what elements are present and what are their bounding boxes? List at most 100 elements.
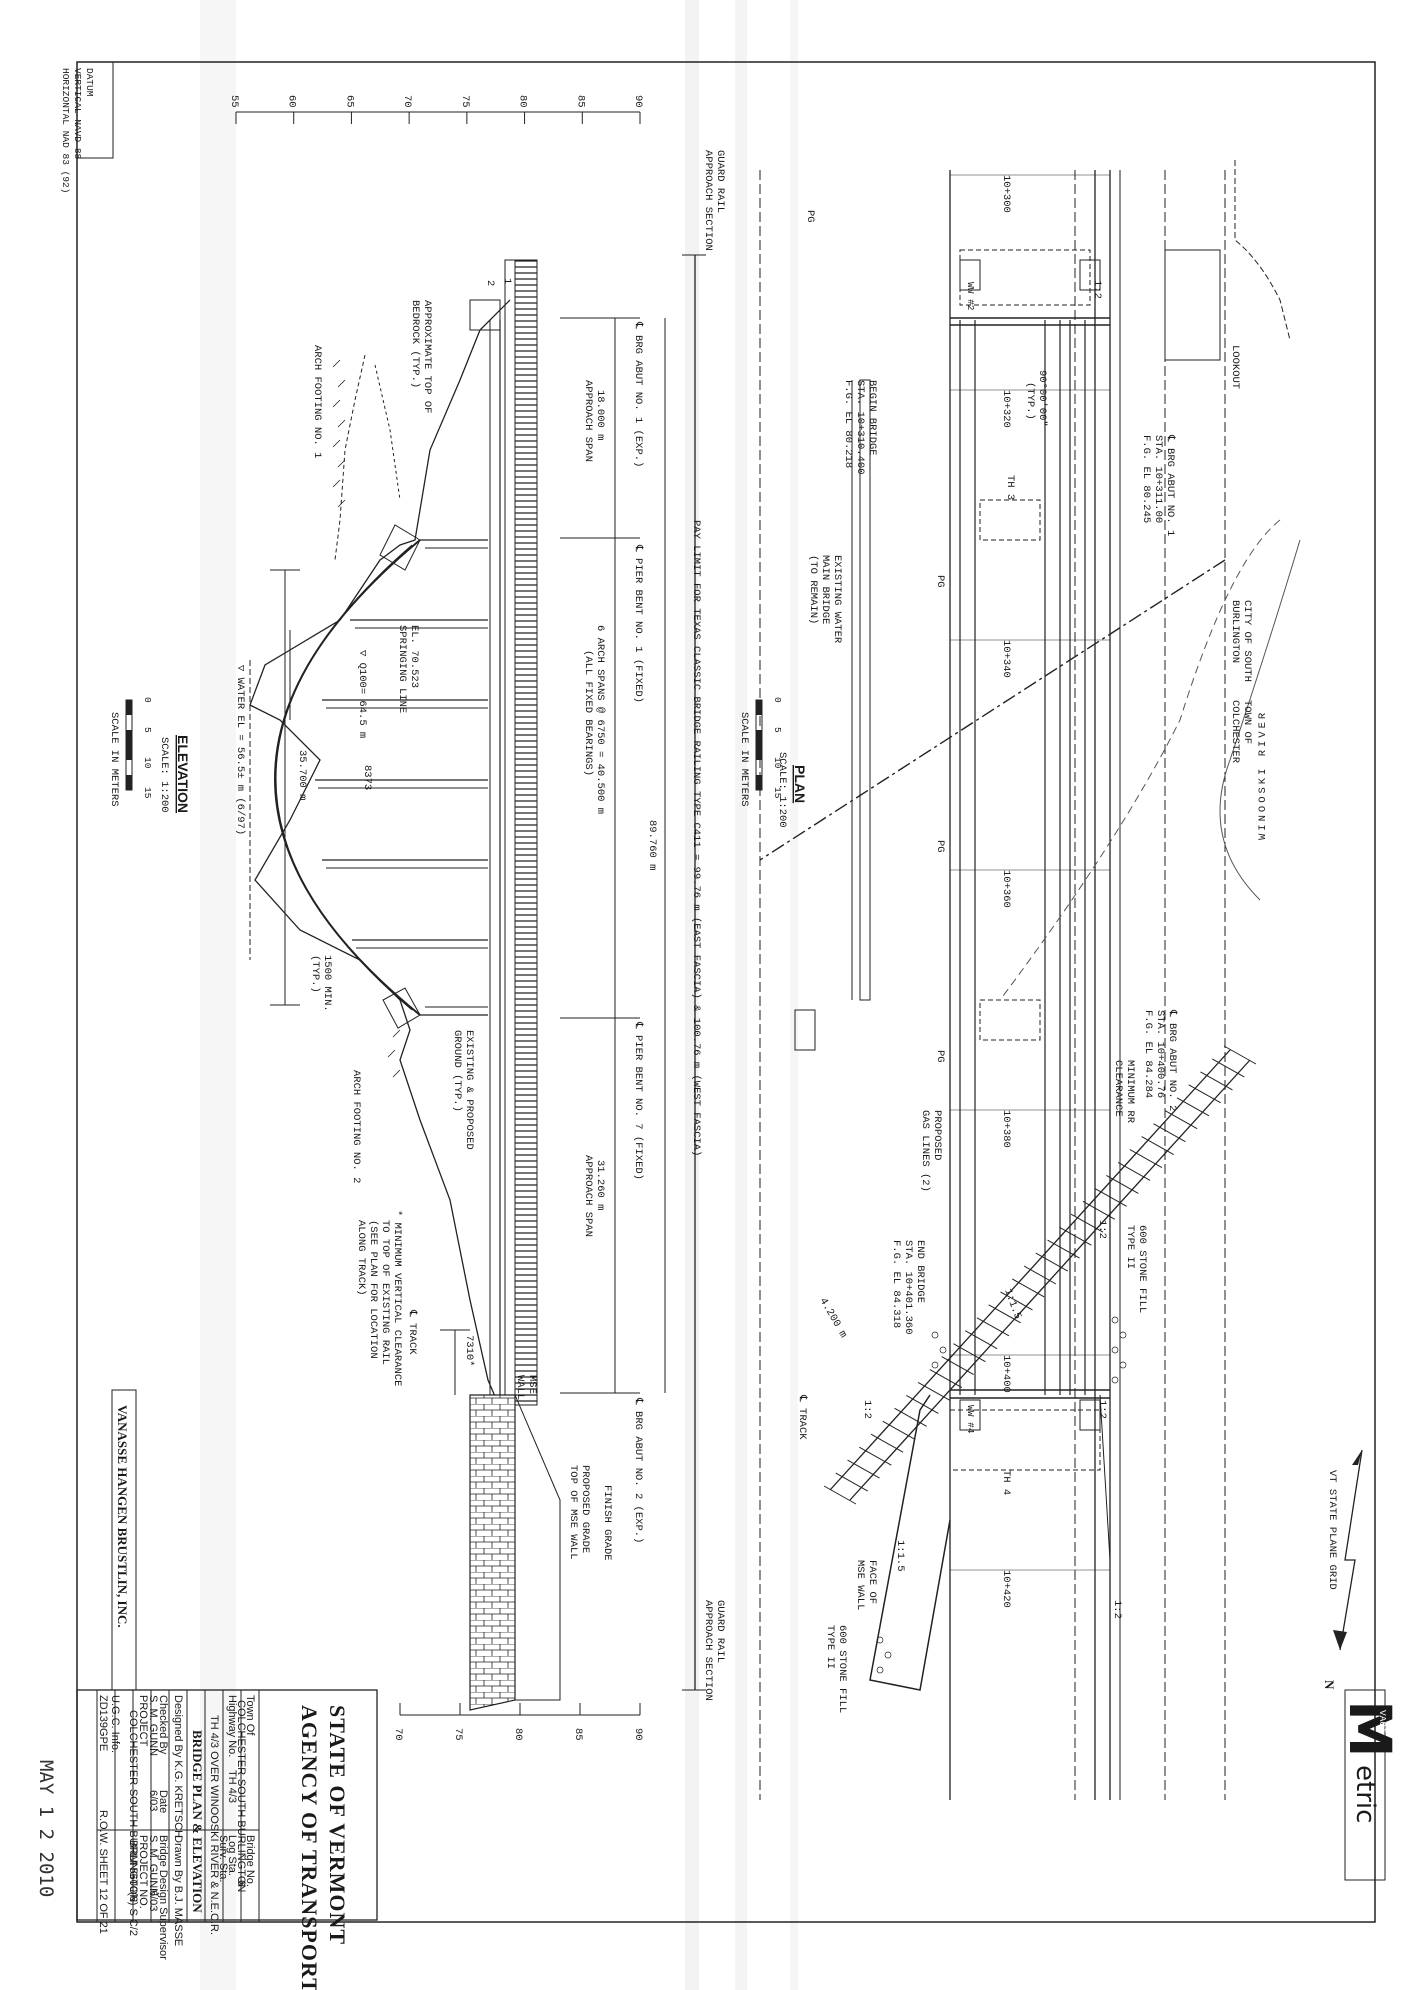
plan-brg-abut-1-label: ℄ BRG ABUT NO. 1: [1164, 434, 1176, 536]
pg-label-1: PG: [934, 575, 946, 588]
rail-tie: [1200, 1071, 1233, 1091]
arch-footing-1-label: ARCH FOOTING NO. 1: [311, 345, 323, 458]
metric-logo-small: VAOT: [1377, 1710, 1388, 1733]
rail-tie: [953, 1343, 986, 1363]
axis-left-tick-label: 80: [517, 95, 529, 108]
rail-tie: [1000, 1291, 1033, 1311]
rail-tie: [1094, 1187, 1127, 1207]
bedrock-label-1: APPROXIMATE TOP OF: [421, 300, 433, 413]
town-label-2: COLCHESTER: [1229, 700, 1241, 764]
station-label-0: 10+300: [1000, 175, 1012, 213]
approach-span-1-label: APPROACH SPAN: [582, 380, 594, 462]
elevation-scale-bar: [125, 699, 133, 791]
supervisor-name: S. M. GUNN: [147, 1835, 159, 1896]
axis-left-tick-label: 70: [401, 95, 413, 108]
slope-2-label: 2: [484, 280, 496, 286]
gas-lines-label-2: GAS LINES (2): [919, 1110, 931, 1192]
slope-12-label-3: 1:2: [861, 1400, 873, 1419]
rail-tie: [1164, 1110, 1198, 1130]
top-mse-label: TOP OF MSE WALL: [567, 1465, 579, 1560]
rail-tie: [1141, 1136, 1174, 1156]
firm-name: VANASSE HANGEN BRUSTLIN, INC.: [115, 1405, 130, 1628]
metric-logo-letter: M: [1336, 1700, 1404, 1758]
plan-track-label: ℄ TRACK: [796, 1394, 808, 1440]
sheet-border: [76, 61, 1376, 1923]
vertical-clearance: 7310*: [463, 1335, 475, 1367]
th3-label: TH 3: [1004, 475, 1016, 500]
rail-tie: [1059, 1226, 1092, 1246]
note-line-3: (SEE PLAN FOR LOCATION: [367, 1220, 379, 1359]
description: TH 4/3 OVER WINOOSKI RIVER & N.E.C.R.: [208, 1715, 220, 1935]
ww4-label: WW #4: [965, 1405, 976, 1434]
agency-line-2: AGENCY OF TRANSPORTATION: [297, 1705, 322, 1990]
water-main-label-2: MAIN BRIDGE: [819, 555, 831, 624]
begin-bridge-label: BEGIN BRIDGE: [866, 380, 878, 456]
town-value: COLCHESTER-SOUTH BURLINGTON: [235, 1700, 247, 1892]
bridge-value: 6: [235, 1880, 247, 1886]
elev-approach-left: APPROACH SECTION: [702, 150, 714, 251]
total-length: 89.760 m: [646, 820, 658, 870]
axis-right-tick-label: 75: [452, 1728, 464, 1741]
rail-tie: [1223, 1045, 1257, 1065]
ugc-label: U.G.C. Info.: [109, 1695, 121, 1753]
checked-date-label: Date: [157, 1790, 169, 1813]
rail-tie: [1070, 1213, 1104, 1233]
supervisor-date: 6/03: [147, 1890, 159, 1911]
sheet-title: BRIDGE PLAN & ELEVATION: [190, 1730, 205, 1913]
plan-scale-bar: [755, 699, 763, 791]
rail-tie: [1176, 1097, 1210, 1117]
rail-tie: [1188, 1084, 1221, 1104]
pg-label-2: PG: [934, 840, 946, 853]
scale-tick-label: 15: [142, 787, 153, 799]
rail-tie: [1153, 1123, 1186, 1143]
rail-tie: [976, 1317, 1010, 1337]
water-main-label-1: EXISTING WATER: [831, 555, 843, 644]
brg-abut-2-label: ℄ BRG ABUT NO. 2 (EXP.): [632, 1397, 644, 1543]
rail-tie: [1106, 1174, 1139, 1194]
pg-label-3: PG: [934, 1050, 946, 1063]
north-label: N: [1322, 1680, 1337, 1690]
city-label-2: BURLINGTON: [1229, 600, 1241, 663]
elev-track-label: ℄ TRACK: [406, 1309, 418, 1355]
angle-typ-label: (TYP.): [1024, 382, 1036, 420]
begin-bridge-station: STA. 10+310.400: [854, 380, 866, 475]
town-label: Town Of: [244, 1695, 256, 1736]
scale-tick-label: 0: [772, 697, 783, 703]
scale-tick-label: 5: [142, 727, 153, 733]
north-arrow-icon: [1333, 1449, 1363, 1651]
plan-scale: SCALE: 1:200: [776, 752, 788, 828]
prop-grade-label: PROPOSED GRADE: [579, 1465, 591, 1553]
angle-label: 90°00'00": [1036, 370, 1048, 427]
received-date-stamp: MAY 1 2 2010: [35, 1760, 57, 1897]
rail-tie: [1011, 1278, 1045, 1298]
note-line-1: * MINIMUM VERTICAL CLEARANCE: [391, 1210, 403, 1386]
metric-logo: M etric VAOT: [1336, 1689, 1404, 1881]
rail-tie: [988, 1304, 1021, 1324]
rail-tie: [823, 1485, 857, 1505]
city-label-1: CITY OF SOUTH: [1241, 600, 1253, 682]
highway-label: Highway No.: [226, 1695, 238, 1757]
town-label-1: TOWN OF: [1241, 700, 1253, 744]
axis-left-tick-label: 85: [574, 95, 586, 108]
mse-label-2: WALL: [514, 1375, 526, 1400]
rail-tie: [882, 1420, 916, 1440]
begin-bridge-elev: F.G. EL 80.218: [842, 380, 854, 468]
elev-guard-rail-right: GUARD RAIL: [714, 1600, 726, 1663]
plan-brg-abut-2-elev: F.G. EL 84.284: [1142, 1010, 1154, 1098]
drawn-by: Drawn By B.J. MASSE: [172, 1835, 184, 1946]
plan-brg-abut-2-label: ℄ BRG ABUT NO. 2: [1166, 1009, 1178, 1111]
plan-brg-abut-1-elev: F.G. EL 80.245: [1140, 435, 1152, 523]
supervisor-label: Bridge Design Supervisor: [157, 1835, 169, 1960]
scale-tick-label: 10: [772, 757, 783, 769]
project-label: PROJECT: [137, 1695, 149, 1747]
rail-tie: [1035, 1252, 1069, 1272]
title-block: STATE OF VERMONT AGENCY OF TRANSPORTATIO…: [76, 1689, 378, 1990]
railroad-track: [823, 1045, 1257, 1505]
elev-guard-rail-left: GUARD RAIL: [714, 150, 726, 213]
surv-sta-label: Surv. Sta.: [217, 1835, 229, 1882]
min-rr-label-2: CLEARANCE: [1112, 1060, 1124, 1117]
water-el-label: ▽ WATER EL = 56.5± m (6/97): [234, 665, 246, 835]
station-label-3: 10+360: [1000, 870, 1012, 908]
datum-line3: HORIZONTAL NAD 83 (92): [60, 68, 71, 193]
